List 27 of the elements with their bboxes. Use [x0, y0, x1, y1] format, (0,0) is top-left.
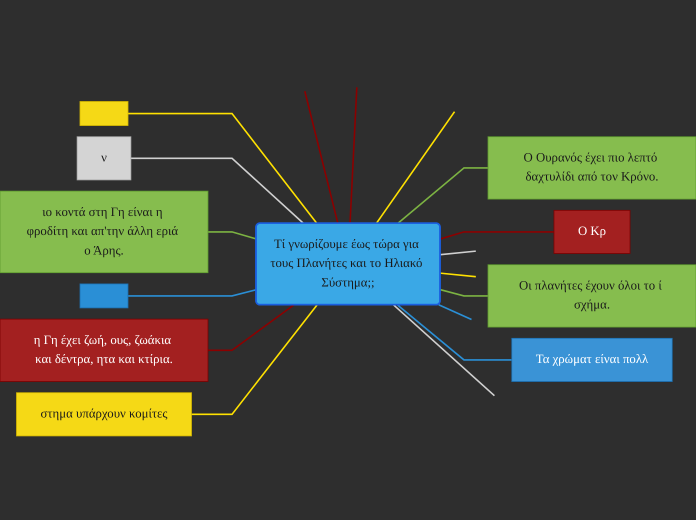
connector-line: [376, 111, 456, 224]
connector-line: [440, 272, 476, 278]
connector: [397, 304, 512, 361]
connector: [397, 167, 488, 224]
connector: [128, 288, 257, 297]
node-box: Οι πλανήτες έχουν όλοι το ί σχήμα.: [488, 264, 696, 328]
connector-line: [438, 304, 472, 320]
connector-line: [304, 90, 339, 224]
node-box: [80, 284, 128, 308]
connector: [440, 288, 488, 297]
connector: [130, 158, 304, 224]
node-box: Ο Ουρανός έχει πιο λεπτό δαχτυλίδι από τον Κρόνο.: [488, 136, 696, 200]
connector: [208, 304, 294, 352]
connector: [440, 231, 554, 240]
node-box: ν: [76, 136, 132, 180]
connector-line: [349, 87, 358, 224]
node-box: η Γη έχει ζωή, ους, ζωάκια και δέντρα, ητα και κτίρια.: [0, 318, 208, 382]
connector-line: [392, 304, 495, 396]
node-box: Τα χρώματ είναι πολλ: [511, 338, 673, 382]
node-box: ιο κοντά στη Γη είναι η φροδίτη και απ'την άλλη εριά ο Άρης.: [0, 190, 208, 274]
connector-line: [440, 250, 476, 256]
node-box: [80, 101, 128, 126]
connector: [192, 304, 318, 416]
node-box: Ο Κρ: [554, 210, 630, 254]
connector: [208, 231, 257, 240]
connector: [128, 112, 318, 224]
node-box: στημα υπάρχουν κομίτες: [16, 392, 192, 436]
